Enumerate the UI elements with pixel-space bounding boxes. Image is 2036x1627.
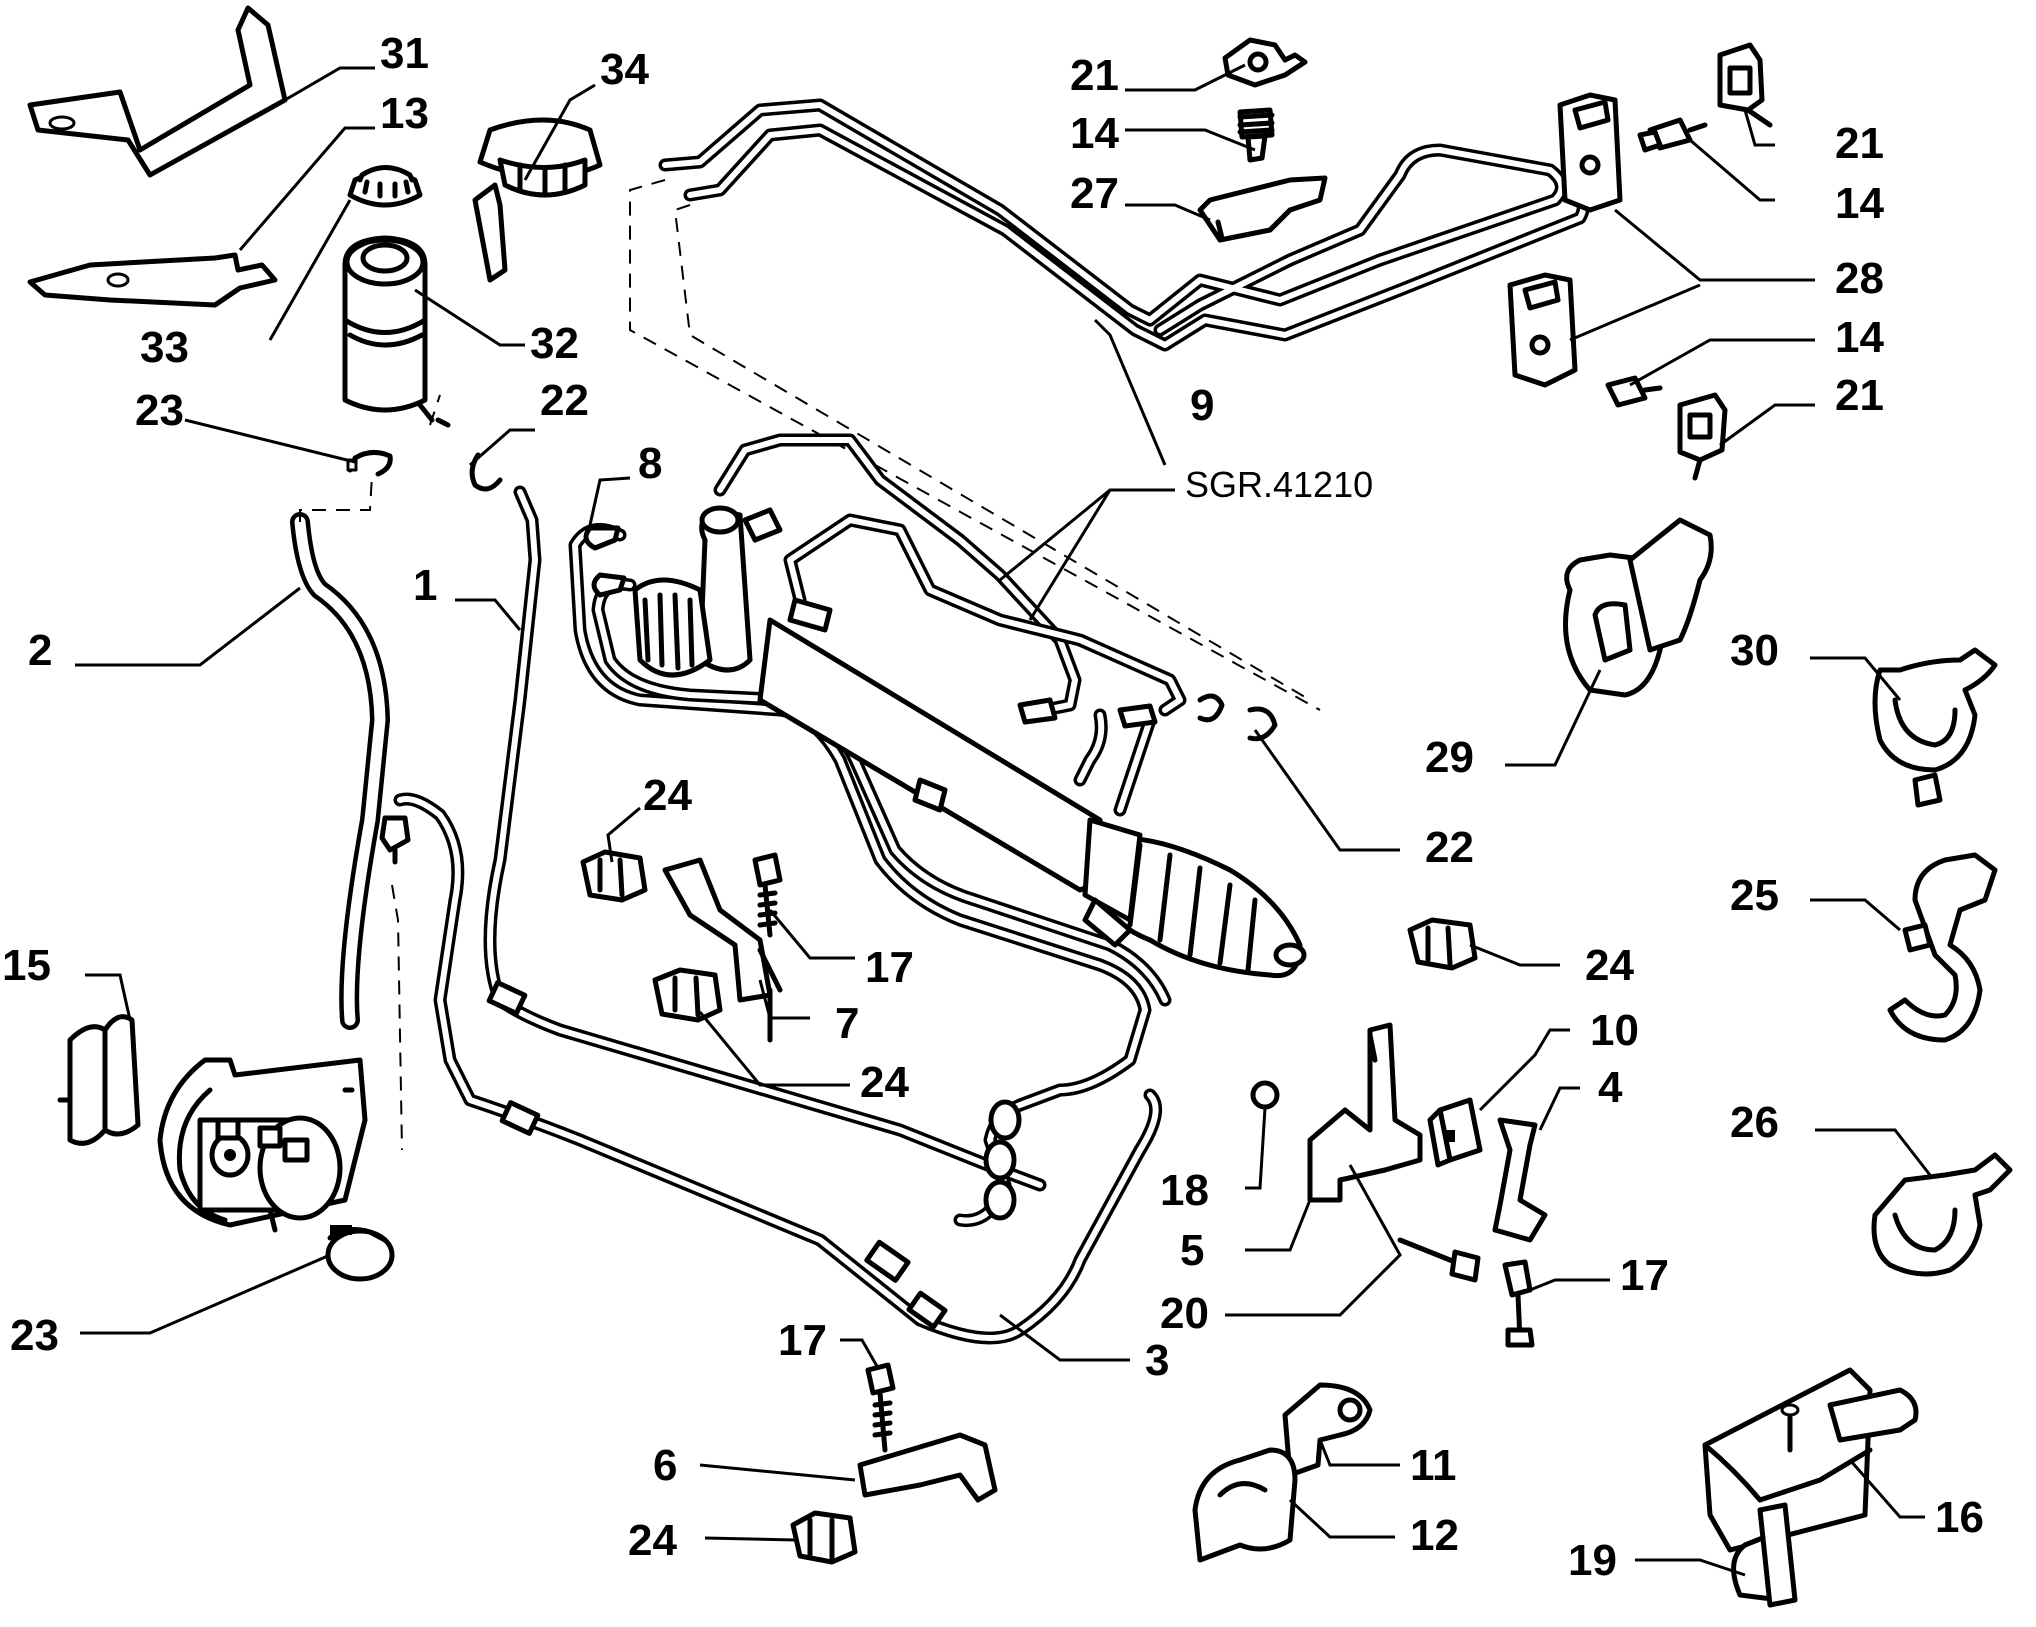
label-7: 7 [835, 999, 859, 1048]
ring-22-mid [1197, 693, 1278, 742]
label-17-right: 17 [1620, 1251, 1669, 1300]
leader-lines [75, 63, 1932, 1577]
label-20: 20 [1160, 1289, 1209, 1338]
label-4: 4 [1598, 1063, 1623, 1112]
bolt-20 [1397, 1237, 1481, 1283]
label-24-right: 24 [1585, 941, 1634, 990]
pipe-9 [658, 98, 1590, 352]
label-11: 11 [1410, 1441, 1457, 1490]
clamp-26 [1871, 1152, 2013, 1277]
steering-rack [632, 505, 1307, 979]
label-24-bottom: 24 [628, 1516, 677, 1565]
bracket-6 [857, 1432, 998, 1503]
label-21-mid: 21 [1835, 371, 1884, 420]
union-14-mid [1605, 375, 1663, 408]
heat-shield-15 [57, 1014, 141, 1146]
reservoir-cap-33 [347, 165, 423, 208]
label-19: 19 [1568, 1536, 1617, 1585]
label-5: 5 [1180, 1226, 1204, 1275]
bracket-11 [1282, 1382, 1373, 1478]
bolt-17-right [1502, 1259, 1535, 1348]
bracket-28-top [1557, 92, 1623, 213]
clip-24-right [1407, 917, 1478, 971]
label-30: 30 [1730, 626, 1779, 675]
clip-24-left-bottom [652, 967, 723, 1023]
clip-21-top [1222, 37, 1308, 88]
bolt-17-mid [752, 852, 783, 938]
bracket-4 [1492, 1117, 1548, 1243]
clamp-12 [1192, 1447, 1298, 1563]
nut-18 [1250, 1080, 1280, 1110]
label-22-mid: 22 [1425, 823, 1474, 872]
steering-pump [157, 1057, 368, 1233]
label-17-bottom: 17 [778, 1316, 827, 1365]
clip-24-left-top [580, 849, 648, 903]
callout-labels: 31 13 34 33 32 23 22 2 1 8 15 23 21 14 2… [2, 29, 1984, 1585]
label-14-mid: 14 [1835, 313, 1884, 362]
label-14-top: 14 [1070, 109, 1119, 158]
label-34: 34 [600, 45, 649, 94]
label-28: 28 [1835, 254, 1884, 303]
label-24-left-bottom: 24 [860, 1058, 909, 1107]
clip-27 [1197, 175, 1328, 243]
pressure-pipe-1 [483, 485, 1047, 1192]
label-2: 2 [28, 626, 52, 675]
label-8: 8 [638, 439, 662, 488]
clamp-30 [1872, 647, 1998, 808]
block-10 [1427, 1097, 1483, 1168]
pressure-pipe-3 [393, 792, 1163, 1345]
label-14-right: 14 [1835, 179, 1884, 228]
label-16: 16 [1935, 1493, 1984, 1542]
label-21-right: 21 [1835, 119, 1884, 168]
bracket-31 [27, 5, 288, 178]
clamp-19 [1731, 1502, 1798, 1608]
bracket-7 [662, 857, 783, 1043]
label-25: 25 [1730, 871, 1779, 920]
label-13: 13 [380, 89, 429, 138]
clamp-25 [1887, 852, 1998, 1043]
clip-21-mid [1677, 392, 1728, 481]
label-15: 15 [2, 941, 51, 990]
pipe-fitting-3-end [379, 815, 411, 865]
union-14-top [1237, 107, 1275, 163]
label-17-mid: 17 [865, 943, 914, 992]
return-hose-2 [290, 512, 390, 1030]
clip-21-right [1717, 42, 1773, 128]
label-23-top: 23 [135, 386, 184, 435]
pipe-8-fittings [583, 525, 627, 598]
clip-24-bottom [790, 1510, 858, 1565]
label-32: 32 [530, 319, 579, 368]
hose-clamp-23-bottom [325, 1225, 395, 1282]
label-12: 12 [1410, 1511, 1459, 1560]
bracket-16 [1702, 1367, 1919, 1553]
label-22-top: 22 [540, 376, 589, 425]
label-26: 26 [1730, 1098, 1779, 1147]
bracket-28-bottom [1507, 272, 1578, 388]
bracket-13 [27, 252, 278, 308]
label-24-left-top: 24 [643, 771, 692, 820]
double-clamp-29 [1563, 517, 1714, 698]
label-23-bottom: 23 [10, 1311, 59, 1360]
sgr-41210-pipes [713, 433, 1187, 729]
label-sgr-41210: SGR.41210 [1185, 464, 1373, 505]
bracket-5 [1307, 1022, 1423, 1203]
label-31: 31 [380, 29, 429, 78]
label-10: 10 [1590, 1006, 1639, 1055]
label-33: 33 [140, 323, 189, 372]
bolt-17-bottom [865, 1362, 896, 1453]
label-18: 18 [1160, 1166, 1209, 1215]
ring-bracket-34 [472, 117, 603, 283]
label-27: 27 [1070, 169, 1119, 218]
label-1: 1 [413, 561, 437, 610]
label-29: 29 [1425, 733, 1474, 782]
label-6: 6 [653, 1441, 677, 1490]
reservoir-32 [342, 235, 451, 428]
label-3: 3 [1145, 1336, 1169, 1385]
label-21-top: 21 [1070, 51, 1119, 100]
label-9: 9 [1190, 381, 1214, 430]
